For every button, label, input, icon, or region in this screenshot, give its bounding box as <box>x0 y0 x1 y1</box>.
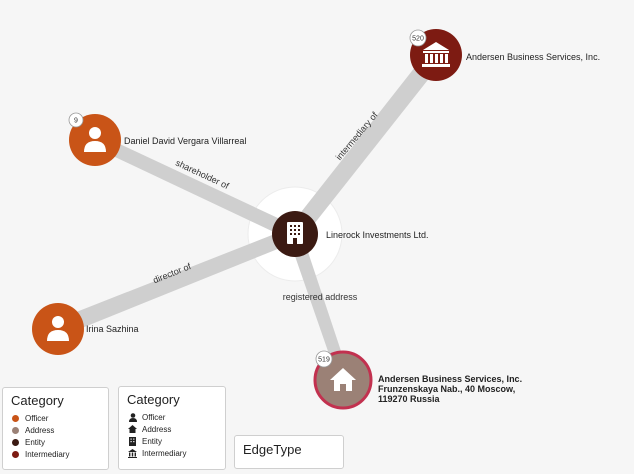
edge-registered[interactable] <box>288 234 350 380</box>
legend-label: Intermediary <box>25 449 70 459</box>
node-label-address: Andersen Business Services, Inc. Frunzen… <box>378 374 525 404</box>
person-icon <box>128 412 137 422</box>
legend-item-intermediary[interactable]: Intermediary <box>12 448 108 460</box>
legend-item-address[interactable]: Address <box>128 423 225 435</box>
edge-director[interactable] <box>56 226 295 336</box>
legend-category-colors: Category Officer Address Entity Intermed… <box>2 387 109 470</box>
node-officer-daniel[interactable] <box>69 114 121 166</box>
legend-label: Entity <box>25 437 46 447</box>
node-label-daniel: Daniel David Vergara Villarreal <box>124 136 246 146</box>
color-swatch <box>12 450 19 458</box>
building-icon <box>128 436 137 446</box>
svg-text:520: 520 <box>412 36 424 43</box>
degree-badge: 9 <box>68 112 84 128</box>
legend-item-entity[interactable]: Entity <box>12 436 108 448</box>
legend-label: Intermediary <box>142 448 187 458</box>
legend-title: Category <box>127 392 180 407</box>
legend-edge-type: EdgeType <box>234 435 344 469</box>
home-icon <box>128 425 137 433</box>
person-icon <box>47 316 69 341</box>
legend-label: Officer <box>142 412 166 422</box>
node-label-irina: Irina Sazhina <box>86 324 139 334</box>
legend-label: Address <box>25 425 55 435</box>
building-icon <box>287 222 303 244</box>
color-swatch <box>12 414 19 422</box>
legend-category-icons: Category Officer Address Entity Intermed… <box>118 386 226 470</box>
node-entity-linerock[interactable] <box>272 211 318 257</box>
person-icon <box>84 127 106 152</box>
node-label-linerock: Linerock Investments Ltd. <box>326 230 429 240</box>
legend-item-officer[interactable]: Officer <box>12 412 108 424</box>
legend-item-intermediary[interactable]: Intermediary <box>128 447 225 459</box>
degree-badge: 519 <box>315 350 333 368</box>
edge-shareholder[interactable] <box>94 132 295 242</box>
bank-icon <box>422 42 450 67</box>
legend-label: Entity <box>142 436 163 446</box>
legend-item-officer[interactable]: Officer <box>128 411 225 423</box>
legend-title: Category <box>11 393 64 408</box>
legend-item-entity[interactable]: Entity <box>128 435 225 447</box>
edge-intermediary[interactable] <box>287 48 442 238</box>
node-officer-irina[interactable] <box>32 303 84 355</box>
legend-item-address[interactable]: Address <box>12 424 108 436</box>
bank-icon <box>128 448 137 458</box>
legend-label: Address <box>142 424 172 434</box>
node-address[interactable] <box>313 350 373 410</box>
node-label-andersen: Andersen Business Services, Inc. <box>466 52 600 62</box>
color-swatch <box>12 438 19 446</box>
home-icon <box>330 368 356 391</box>
legend-title: EdgeType <box>243 442 302 457</box>
color-swatch <box>12 426 19 434</box>
svg-text:9: 9 <box>74 118 78 125</box>
degree-badge: 520 <box>409 29 427 47</box>
legend-label: Officer <box>25 413 49 423</box>
svg-text:519: 519 <box>318 357 330 364</box>
edge-label-registered: registered address <box>283 292 358 302</box>
